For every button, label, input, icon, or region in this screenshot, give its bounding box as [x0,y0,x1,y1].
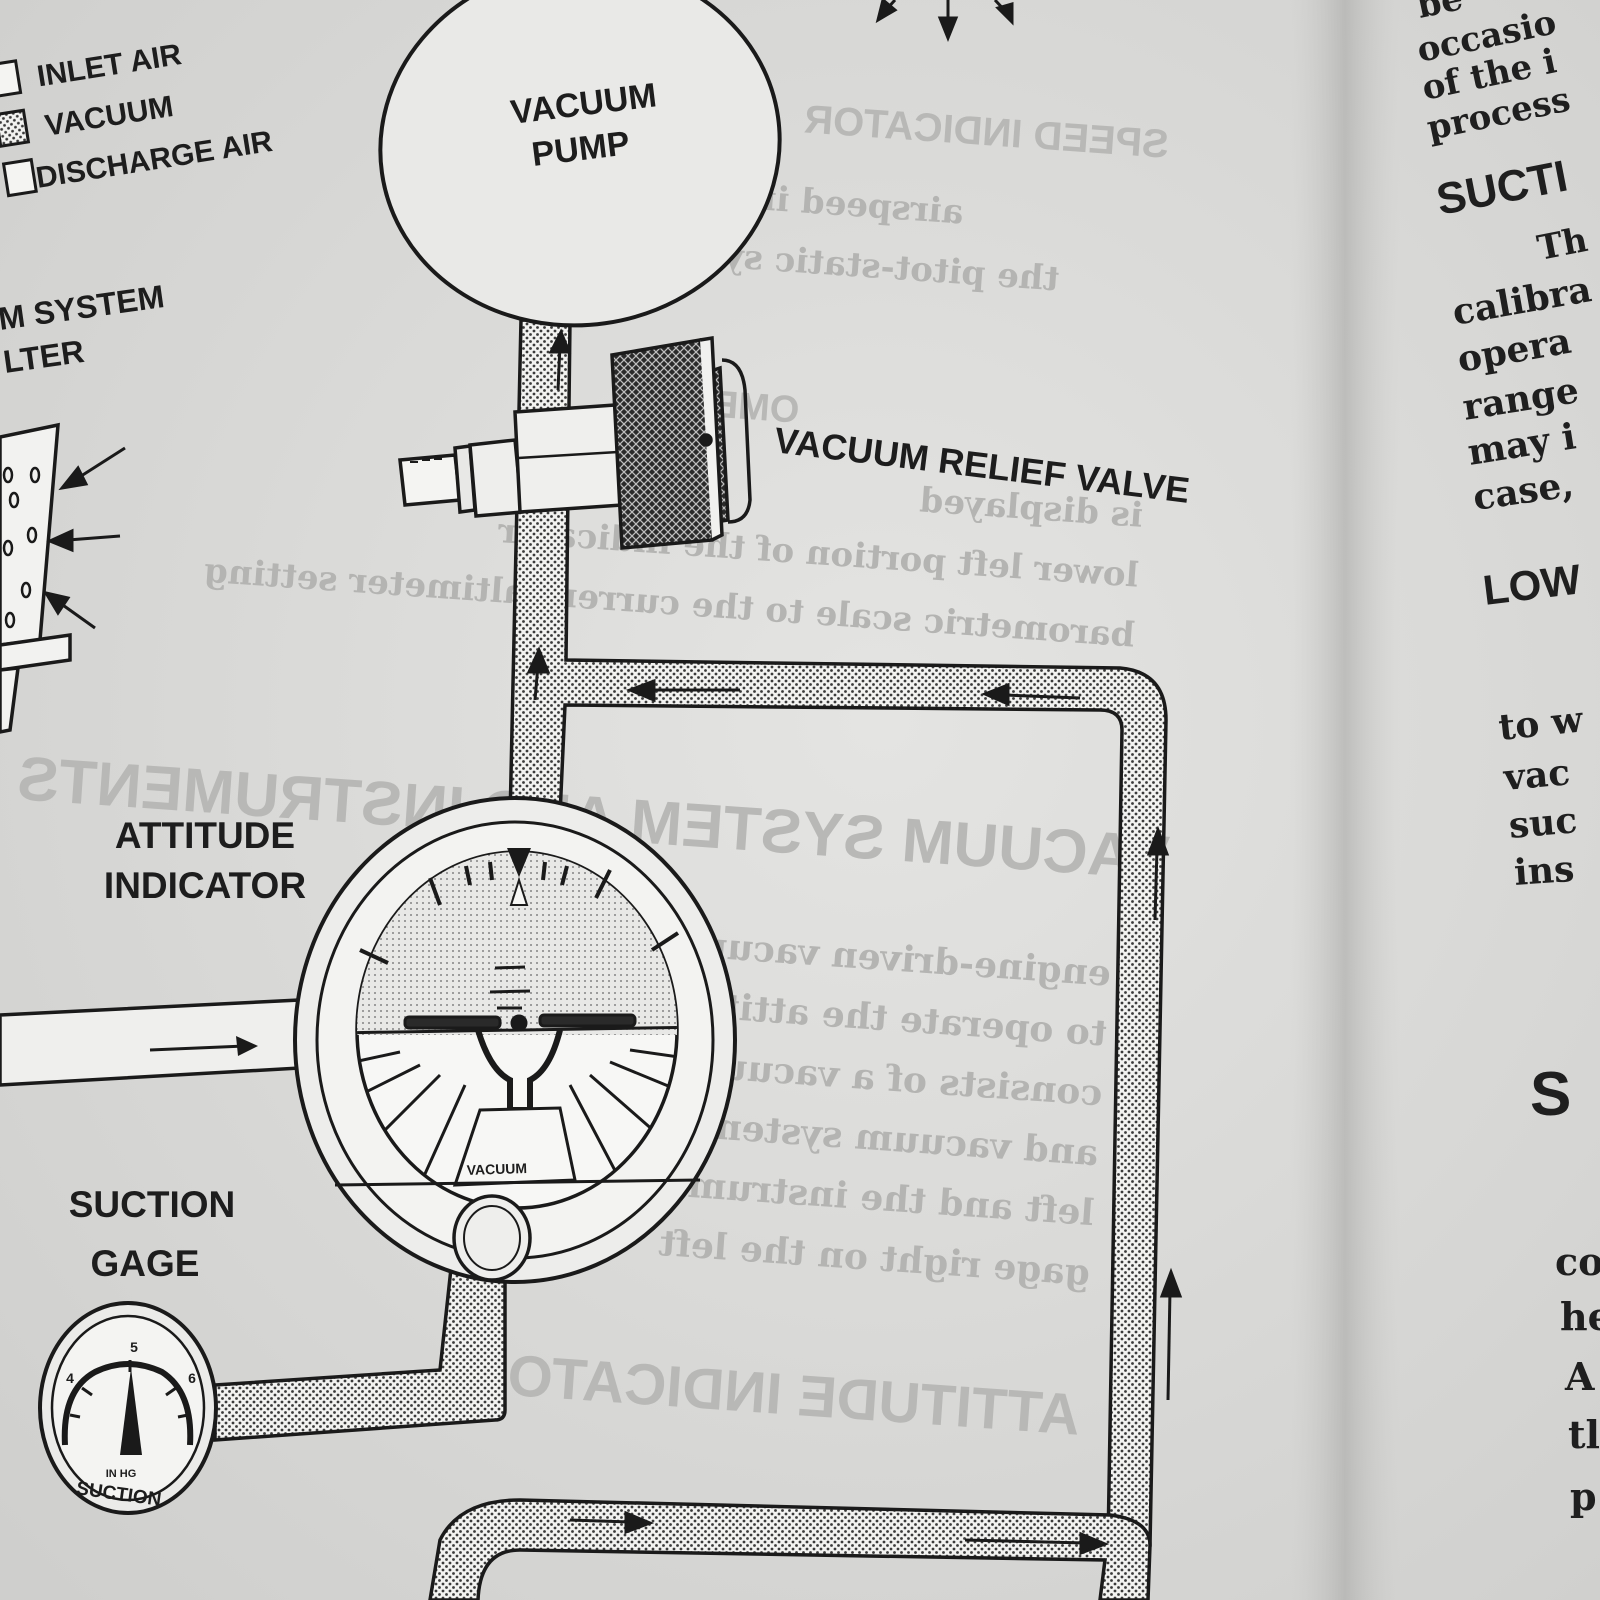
body-line: vac [1501,751,1572,799]
body-line: A [1564,1354,1595,1399]
vacuum-system-filter [0,422,72,734]
vacuum-pump: VACUUM PUMP [378,0,782,328]
suction-gage-needle [120,1368,142,1455]
vacuum-relief-valve [398,335,752,550]
attitude-indicator-label: INDICATOR [104,865,306,906]
suction-gage: 4 5 6 IN HG SUCTION [38,1301,218,1515]
body-line: co [1555,1239,1600,1284]
legend-swatch-inlet-air [0,59,23,99]
miniature-airplane [403,1013,637,1187]
body-line: to w [1497,698,1586,749]
book-gutter [1290,0,1400,1600]
attitude-indicator-label: ATTITUDE [115,815,295,856]
right-page-text: be occasio of the i process SUCTI Th cal… [1414,0,1600,1519]
suction-gage-tick: 6 [188,1370,196,1386]
suction-gage-label: GAGE [91,1243,200,1284]
suction-gage-tick: 4 [66,1370,74,1386]
suction-gage-unit: IN HG [106,1468,137,1480]
legend-swatch-vacuum [0,108,31,148]
legend-swatch-discharge-air [1,157,38,198]
body-line: Th [1534,220,1591,269]
suction-gage-tick: 5 [130,1339,138,1355]
flow-arrows [526,328,1183,1556]
attitude-dial-text: VACUUM [466,1160,527,1178]
attitude-indicator: VACUUM [293,796,737,1284]
vacuum-pump-body [378,0,782,328]
filter-inlet-arrows [42,446,126,630]
bottom-loop-line [428,1498,1152,1600]
suction-gage-label: SUCTION [69,1184,236,1225]
vacuum-lines [213,318,1168,1600]
body-line: he [1560,1294,1600,1339]
discharge-air-arrows [875,0,1014,43]
inlet-flow-arrowhead [236,1036,258,1056]
body-line: suc [1507,799,1579,847]
suction-gage-arc [61,1361,194,1446]
section-heading: S [1530,1060,1571,1129]
pitch-adjust-knob [452,1194,532,1282]
body-line: p [1570,1474,1597,1519]
body-line: tl [1568,1412,1600,1457]
inlet-flow-arrow [149,1044,246,1052]
bank-scale [359,848,680,965]
inlet-air-line [0,998,302,1087]
body-line: ins [1513,848,1576,894]
